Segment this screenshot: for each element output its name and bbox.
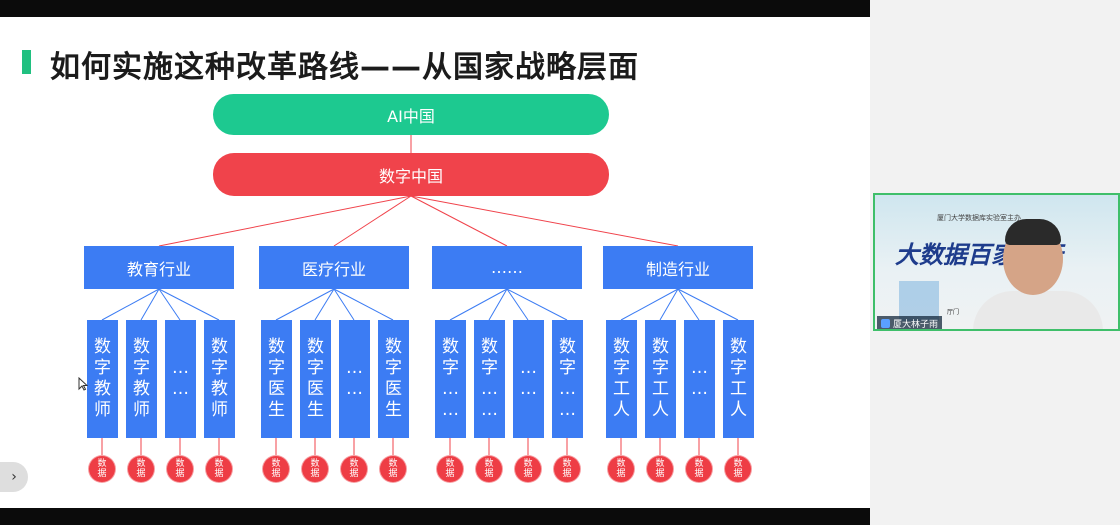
role-node: 数字工人 <box>606 320 637 438</box>
data-node: 数据 <box>206 456 232 482</box>
speaker-hair <box>1005 219 1061 245</box>
role-node: 数字医生 <box>300 320 331 438</box>
data-node: 数据 <box>515 456 541 482</box>
data-node: 数据 <box>476 456 502 482</box>
data-node: 数据 <box>89 456 115 482</box>
industry-medical: 医疗行业 <box>259 246 409 289</box>
bottom-black-bar <box>0 508 870 525</box>
slide-title: 如何实施这种改革路线——从国家战略层面 <box>50 50 639 85</box>
ai-china-node: AI中国 <box>213 94 609 135</box>
data-node: 数据 <box>686 456 712 482</box>
chevron-right-icon: › <box>11 469 17 485</box>
data-node: 数据 <box>554 456 580 482</box>
role-node: 数字…… <box>435 320 466 438</box>
industry-ellipsis: …… <box>432 246 582 289</box>
user-icon <box>881 318 890 328</box>
speaker-name-tag: 厦大林子雨 <box>877 316 943 330</box>
data-node: 数据 <box>725 456 751 482</box>
industry-manufacturing: 制造行业 <box>603 246 753 289</box>
data-node: 数据 <box>437 456 463 482</box>
role-node: 数字医生 <box>261 320 292 438</box>
data-node: 数据 <box>263 456 289 482</box>
role-node: 数字教师 <box>204 320 235 438</box>
mouse-cursor-icon <box>78 377 88 391</box>
data-node: 数据 <box>341 456 367 482</box>
data-node: 数据 <box>302 456 328 482</box>
role-node: 数字…… <box>552 320 583 438</box>
data-node: 数据 <box>647 456 673 482</box>
role-node: 数字工人 <box>645 320 676 438</box>
industry-education: 教育行业 <box>84 246 234 289</box>
role-node: 数字医生 <box>378 320 409 438</box>
data-node: 数据 <box>128 456 154 482</box>
speaker-video-thumbnail[interactable]: 厦门大学数据库实验室主办 大数据百家讲坛 厅门 厦大林子雨 <box>873 193 1120 331</box>
video-subtitle: 厦门大学数据库实验室主办 <box>937 214 1021 222</box>
role-node: 数字教师 <box>126 320 157 438</box>
video-small-label: 厅门 <box>947 309 960 316</box>
expand-sidebar-button[interactable]: › <box>0 462 28 492</box>
connector-lines <box>101 135 739 456</box>
speaker-body <box>973 291 1103 329</box>
role-node: …… <box>513 320 544 438</box>
data-node: 数据 <box>608 456 634 482</box>
data-node: 数据 <box>380 456 406 482</box>
role-node: 数字…… <box>474 320 505 438</box>
role-node: 数字工人 <box>723 320 754 438</box>
city-graphic <box>899 281 939 321</box>
data-node: 数据 <box>167 456 193 482</box>
top-black-bar <box>0 0 870 17</box>
digital-china-node: 数字中国 <box>213 153 609 196</box>
role-node: …… <box>684 320 715 438</box>
role-node: 数字教师 <box>87 320 118 438</box>
speaker-name: 厦大林子雨 <box>893 319 939 330</box>
role-node: …… <box>165 320 196 438</box>
title-accent-bar <box>22 50 31 74</box>
role-node: …… <box>339 320 370 438</box>
